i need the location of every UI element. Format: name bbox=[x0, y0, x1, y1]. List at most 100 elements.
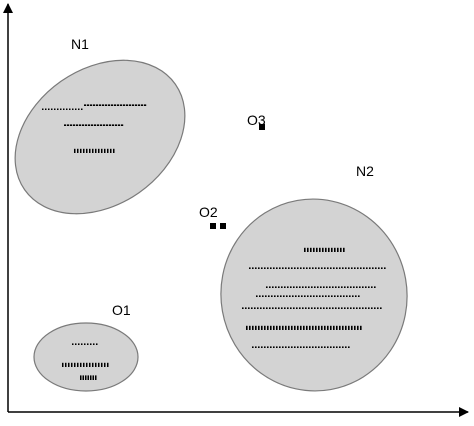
data-point bbox=[362, 286, 364, 288]
data-point bbox=[107, 362, 109, 367]
data-point bbox=[326, 286, 328, 288]
data-point bbox=[325, 247, 327, 252]
data-point bbox=[313, 247, 315, 252]
data-point bbox=[291, 346, 293, 348]
cluster-n2 bbox=[220, 198, 408, 392]
data-point bbox=[273, 267, 275, 269]
data-point bbox=[341, 286, 343, 288]
data-point bbox=[321, 267, 323, 269]
data-point bbox=[331, 247, 333, 252]
data-point bbox=[340, 295, 342, 297]
data-point bbox=[261, 325, 263, 330]
data-point bbox=[300, 325, 302, 330]
data-point bbox=[118, 124, 121, 126]
data-point bbox=[78, 343, 80, 345]
data-point bbox=[338, 307, 340, 309]
data-point bbox=[110, 148, 112, 153]
data-point bbox=[288, 325, 290, 330]
data-point bbox=[73, 124, 76, 126]
data-point bbox=[318, 267, 320, 269]
data-point bbox=[81, 343, 83, 345]
data-point bbox=[62, 362, 64, 367]
data-point bbox=[249, 267, 251, 269]
data-point bbox=[265, 295, 267, 297]
data-point bbox=[329, 307, 331, 309]
data-point bbox=[109, 124, 112, 126]
data-point bbox=[274, 295, 276, 297]
data-point bbox=[285, 267, 287, 269]
data-point bbox=[360, 267, 362, 269]
data-point bbox=[79, 124, 82, 126]
data-point bbox=[350, 286, 352, 288]
data-point bbox=[327, 325, 329, 330]
data-point bbox=[126, 104, 129, 106]
data-point bbox=[339, 346, 341, 348]
data-point bbox=[115, 124, 118, 126]
data-point bbox=[330, 267, 332, 269]
data-point bbox=[78, 108, 80, 110]
data-point bbox=[292, 295, 294, 297]
data-point bbox=[311, 307, 313, 309]
data-point bbox=[276, 346, 278, 348]
data-point bbox=[117, 104, 120, 106]
data-point bbox=[314, 307, 316, 309]
data-point bbox=[308, 307, 310, 309]
data-point bbox=[85, 124, 88, 126]
data-point bbox=[351, 325, 353, 330]
data-point bbox=[105, 104, 108, 106]
data-point bbox=[77, 148, 79, 153]
data-point bbox=[290, 286, 292, 288]
data-point bbox=[72, 343, 74, 345]
data-point bbox=[98, 148, 100, 153]
data-point bbox=[288, 267, 290, 269]
data-point bbox=[129, 104, 132, 106]
data-point bbox=[272, 307, 274, 309]
data-point bbox=[270, 267, 272, 269]
data-point bbox=[255, 267, 257, 269]
data-point bbox=[86, 362, 88, 367]
data-point bbox=[288, 346, 290, 348]
data-point bbox=[282, 325, 284, 330]
data-point bbox=[371, 286, 373, 288]
data-point bbox=[362, 307, 364, 309]
data-point bbox=[286, 295, 288, 297]
data-point bbox=[70, 124, 73, 126]
data-point bbox=[54, 108, 56, 110]
data-point bbox=[327, 346, 329, 348]
data-point bbox=[275, 307, 277, 309]
data-point bbox=[321, 325, 323, 330]
data-point bbox=[45, 108, 47, 110]
data-point bbox=[275, 286, 277, 288]
data-point bbox=[280, 295, 282, 297]
data-point bbox=[331, 295, 333, 297]
data-point bbox=[91, 124, 94, 126]
cluster-n2-ellipse bbox=[220, 198, 408, 392]
data-point bbox=[358, 295, 360, 297]
data-point bbox=[99, 104, 102, 106]
data-point bbox=[66, 108, 68, 110]
data-point bbox=[305, 307, 307, 309]
data-point bbox=[359, 286, 361, 288]
data-point bbox=[365, 286, 367, 288]
data-point bbox=[57, 108, 59, 110]
data-point bbox=[92, 148, 94, 153]
data-point bbox=[326, 307, 328, 309]
data-point bbox=[257, 307, 259, 309]
cluster-n1-ellipse bbox=[14, 59, 186, 215]
data-point bbox=[67, 124, 70, 126]
data-point bbox=[352, 295, 354, 297]
data-point bbox=[309, 346, 311, 348]
data-point bbox=[296, 307, 298, 309]
data-point bbox=[315, 346, 317, 348]
data-point bbox=[320, 286, 322, 288]
data-point bbox=[103, 124, 106, 126]
data-point bbox=[284, 307, 286, 309]
data-point bbox=[348, 267, 350, 269]
data-point bbox=[282, 346, 284, 348]
data-point bbox=[98, 362, 100, 367]
data-point bbox=[332, 307, 334, 309]
data-point bbox=[315, 267, 317, 269]
data-point bbox=[333, 325, 335, 330]
data-point bbox=[121, 124, 124, 126]
